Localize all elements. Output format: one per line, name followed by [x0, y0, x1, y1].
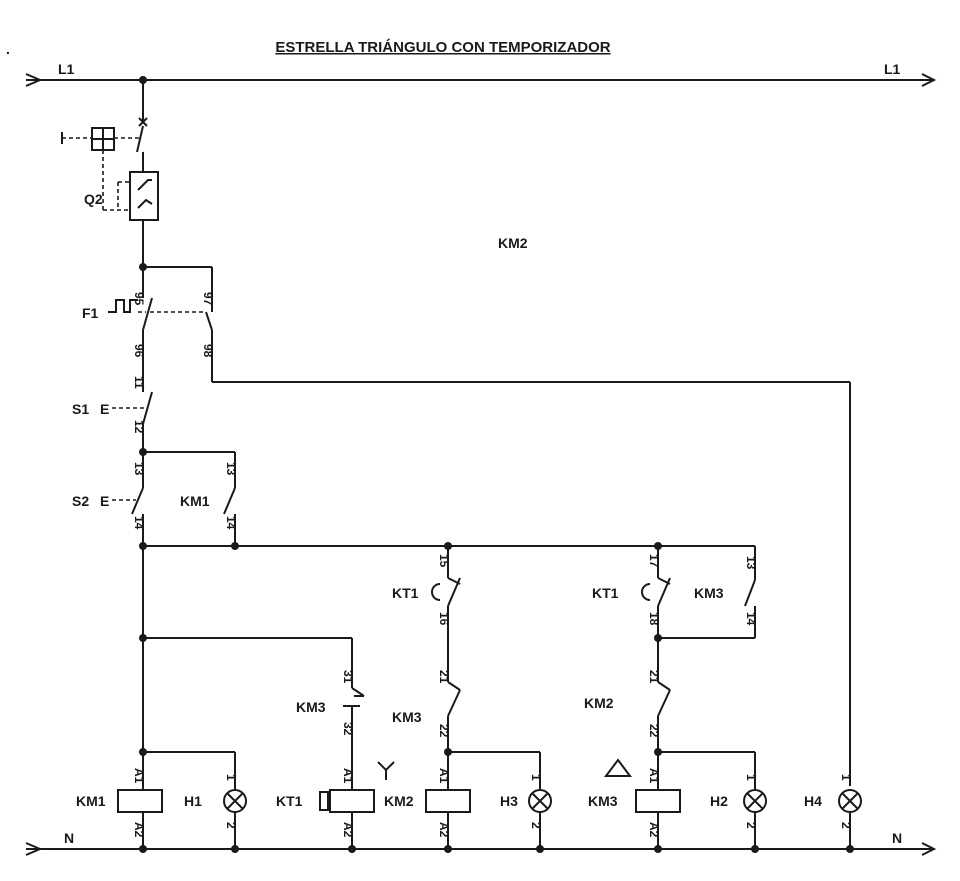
km3-nc-label: KM3	[296, 699, 326, 715]
km3-hold-contact-13-14: KM3 13 14	[658, 546, 758, 639]
h2-pin-2: 2	[744, 822, 758, 829]
h2-label: H2	[710, 793, 728, 809]
q2-breaker: Q2	[61, 76, 159, 267]
s1-label: S1	[72, 401, 89, 417]
s2-pin-14: 14	[132, 516, 146, 530]
kt1-nc-contact-15-16: KT1 15 16	[392, 546, 461, 682]
km1-pin-13: 13	[224, 462, 238, 476]
s2-pin-13: 13	[132, 462, 146, 476]
km2-pin-21: 21	[647, 670, 661, 684]
s2-e-symbol: E	[100, 493, 109, 509]
h3-label: H3	[500, 793, 518, 809]
km3-pin-22: 22	[437, 724, 451, 738]
s1-stop-button: S1 E 11 12	[72, 370, 153, 452]
km3-pin-31: 31	[341, 670, 355, 684]
km3-nc2-label: KM3	[392, 709, 422, 725]
f1-pin-98: 98	[201, 344, 215, 358]
h3-pin-1: 1	[529, 774, 543, 781]
n-rail: N N	[25, 830, 937, 856]
h2-pin-1: 1	[744, 774, 758, 781]
n-right-label: N	[892, 830, 902, 846]
h1-pin-2: 2	[224, 822, 238, 829]
km2-pin-22: 22	[647, 724, 661, 738]
km3-a1: A1	[647, 768, 661, 784]
f1-overload-relay: F1 95 96 97 98	[82, 263, 215, 382]
kt1-coil-label: KT1	[276, 793, 303, 809]
kt1-pin-16: 16	[437, 612, 451, 626]
f1-pin-95: 95	[132, 292, 146, 306]
km1-a2: A2	[132, 822, 146, 838]
km3-a2: A2	[647, 822, 661, 838]
kt1-coil: KT1 A1 A2	[276, 768, 375, 853]
kt1-b-label: KT1	[592, 585, 619, 601]
km3-coil-label: KM3	[588, 793, 618, 809]
km1-coil: KM1 A1 A2	[76, 748, 235, 853]
f1-pin-97: 97	[201, 292, 215, 306]
km3-pin-21: 21	[437, 670, 451, 684]
s1-e-symbol: E	[100, 401, 109, 417]
s2-label: S2	[72, 493, 89, 509]
n-left-label: N	[64, 830, 74, 846]
km3-pin-14: 14	[744, 612, 758, 626]
km2-a2: A2	[437, 822, 451, 838]
h1-lamp: H1 1 2	[184, 752, 247, 853]
f1-pin-96: 96	[132, 344, 146, 358]
s1-pin-12: 12	[132, 420, 146, 434]
km3-no-label: KM3	[694, 585, 724, 601]
h4-pin-1: 1	[839, 774, 853, 781]
kt1-pin-15: 15	[437, 554, 451, 568]
h3-lamp: H3 1 2	[500, 752, 552, 853]
diagram-title: ESTRELLA TRIÁNGULO CON TEMPORIZADOR	[275, 39, 610, 56]
km1-a1: A1	[132, 768, 146, 784]
kt1-a-label: KT1	[392, 585, 419, 601]
km2-a1: A1	[437, 768, 451, 784]
kt1-pin-17: 17	[647, 554, 661, 568]
h2-lamp: H2 1 2	[710, 752, 767, 853]
h4-pin-2: 2	[839, 822, 853, 829]
km3-nc-contact-31-32: KM3 31 32	[296, 638, 365, 790]
h4-label: H4	[804, 793, 822, 809]
h4-lamp: H4 1 2	[804, 774, 862, 853]
kt1-a2: A2	[341, 822, 355, 838]
delta-symbol	[604, 758, 632, 777]
h3-pin-2: 2	[529, 822, 543, 829]
km2-nc-contact-21-22: KM2 21 22	[584, 670, 671, 790]
star-symbol	[377, 761, 395, 780]
s1-pin-11: 11	[132, 376, 146, 389]
kt1-no-contact-17-18: KT1 17 18	[592, 546, 671, 682]
f1-label: F1	[82, 305, 99, 321]
h1-pin-1: 1	[224, 774, 238, 781]
km2-nc-label: KM2	[584, 695, 614, 711]
h4-feed-wire	[212, 381, 851, 786]
km1-aux-label: KM1	[180, 493, 210, 509]
l1-rail: L1 L1	[25, 61, 937, 87]
km1-pin-14: 14	[224, 516, 238, 530]
s2-start-button: S2 E 13 14	[72, 448, 235, 546]
km2-header-label: KM2	[498, 235, 528, 251]
h1-label: H1	[184, 793, 202, 809]
km2-coil-label: KM2	[384, 793, 414, 809]
marker-dot: .	[6, 41, 10, 57]
km3-pin-13: 13	[744, 556, 758, 570]
kt1-pin-18: 18	[647, 612, 661, 626]
km2-coil: KM2 A1 A2	[384, 748, 540, 853]
kt1-a1: A1	[341, 768, 355, 784]
km1-coil-label: KM1	[76, 793, 106, 809]
q2-label: Q2	[84, 191, 103, 207]
km3-coil: KM3 A1 A2	[588, 748, 755, 853]
km1-hold-contact: KM1 13 14	[180, 452, 238, 546]
l1-left-label: L1	[58, 61, 75, 77]
km3-pin-32: 32	[341, 722, 355, 736]
l1-right-label: L1	[884, 61, 901, 77]
